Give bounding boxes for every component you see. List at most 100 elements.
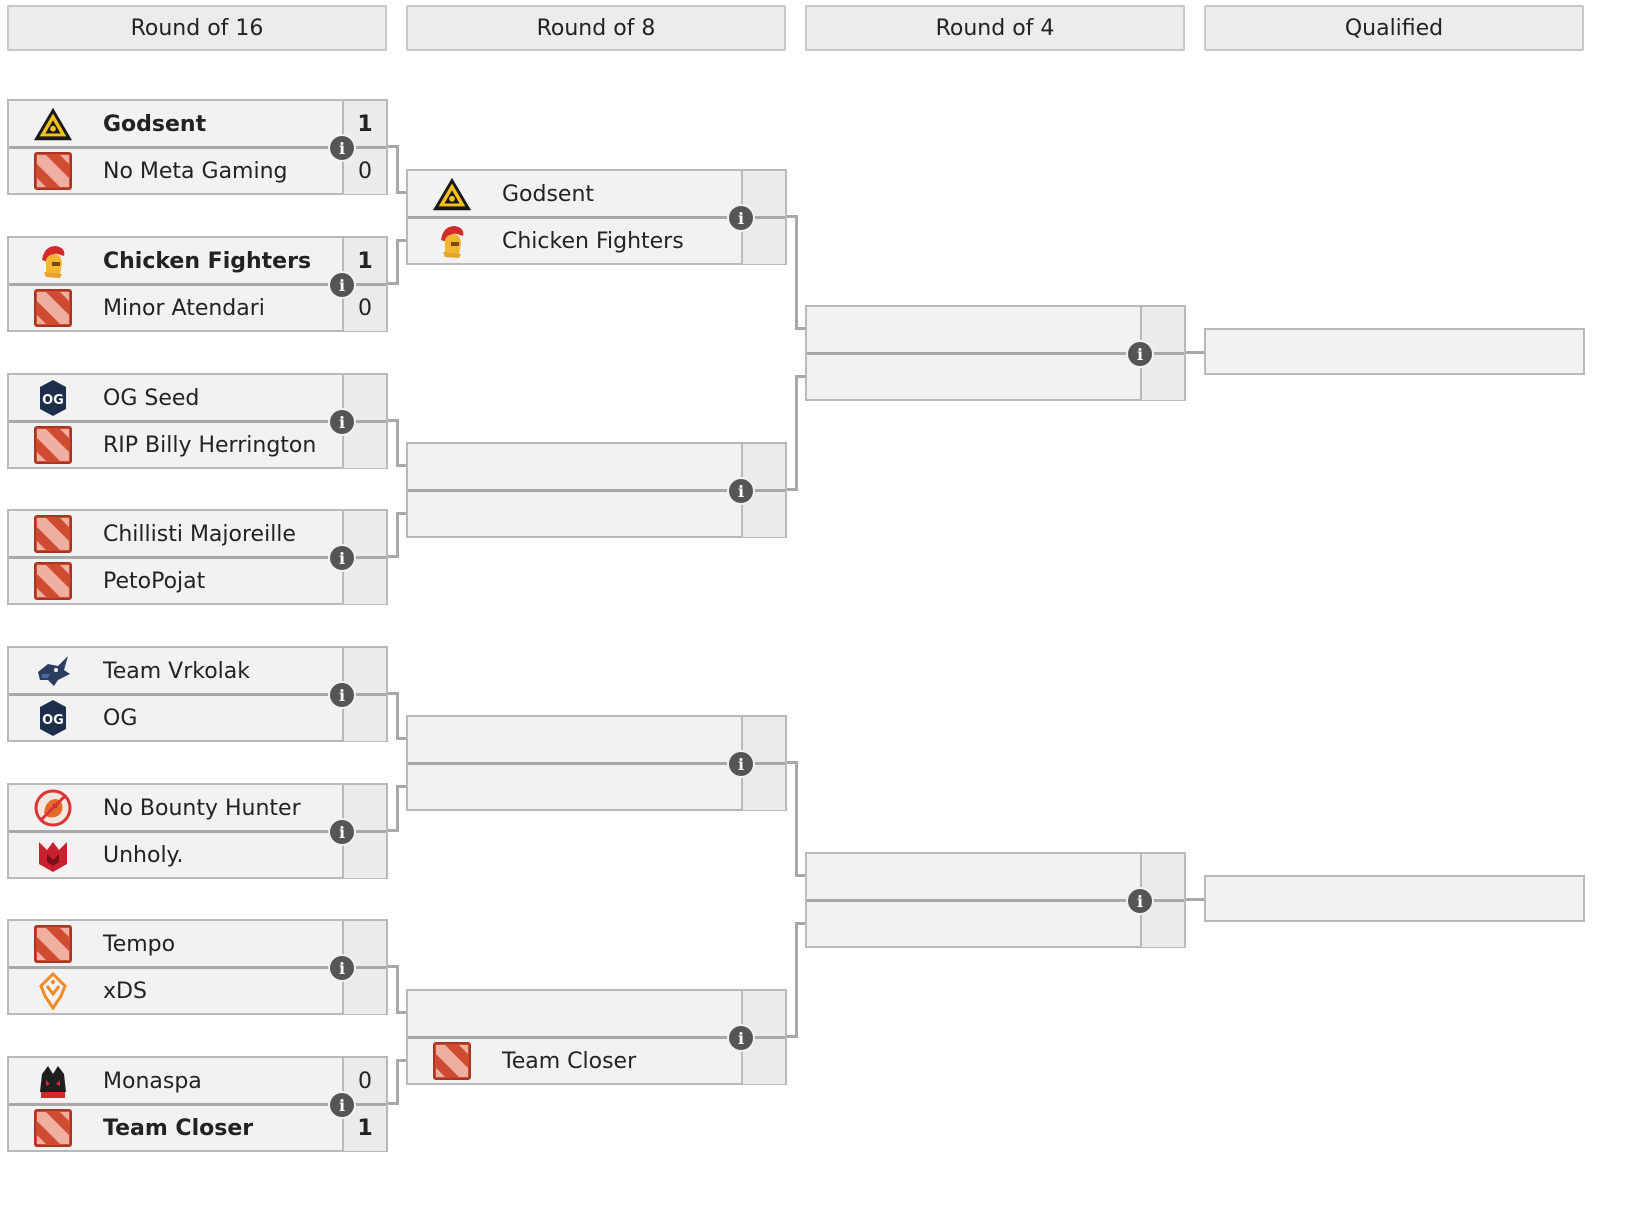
bracket-connector-line [397, 1059, 406, 1062]
team-slot[interactable] [807, 307, 1140, 353]
bracket-connector-line [396, 692, 399, 740]
team-slot[interactable] [408, 764, 741, 810]
bracket-connector-line [796, 327, 805, 330]
info-icon[interactable]: i [330, 136, 354, 160]
bracket-connector-line [388, 555, 397, 558]
bracket-connector-line [397, 785, 406, 788]
round-header-3: Round of 4 [805, 5, 1185, 51]
dota-logo-icon [33, 288, 73, 328]
dota-logo-icon [33, 514, 73, 554]
dota-logo-icon [432, 1041, 472, 1081]
bracket-connector-line [397, 239, 406, 242]
team-slot[interactable]: Tempo [9, 921, 342, 967]
info-icon[interactable]: i [330, 273, 354, 297]
unholy-logo-icon [33, 835, 73, 875]
info-icon[interactable]: i [330, 546, 354, 570]
match-divider [807, 899, 1184, 902]
info-icon[interactable]: i [330, 410, 354, 434]
team-slot[interactable]: Monaspa [9, 1058, 342, 1104]
team-slot[interactable] [807, 854, 1140, 900]
godsent-logo-icon [33, 104, 73, 144]
matches_r4-match: i [805, 852, 1186, 948]
team-name: xDS [103, 978, 147, 1004]
info-icon[interactable]: i [729, 479, 753, 503]
team-slot[interactable] [408, 491, 741, 537]
team-slot[interactable]: Chicken Fighters [408, 218, 741, 264]
matches_r16-match: Tempo xDS i [7, 919, 388, 1015]
info-icon[interactable]: i [1128, 889, 1152, 913]
team-slot[interactable]: RIP Billy Herrington [9, 422, 342, 468]
bracket-connector-line [796, 922, 805, 925]
godsent-logo-icon [432, 174, 472, 214]
bracket-connector-line [396, 239, 399, 285]
svg-text:OG: OG [42, 713, 64, 728]
bracket-connector-line [388, 692, 397, 695]
team-slot[interactable]: Godsent [408, 171, 741, 217]
empty-logo-slot [432, 767, 472, 807]
team-slot[interactable]: Unholy. [9, 832, 342, 878]
info-icon[interactable]: i [330, 683, 354, 707]
team-slot[interactable]: OG OG [9, 695, 342, 741]
match-divider [9, 420, 386, 423]
bracket-connector-line [796, 874, 805, 877]
team-slot[interactable]: Chillisti Majoreille [9, 511, 342, 557]
team-score [342, 785, 386, 831]
team-slot[interactable] [408, 717, 741, 763]
match-divider [408, 489, 785, 492]
team-slot[interactable]: No Bounty Hunter [9, 785, 342, 831]
team-slot[interactable]: Godsent [9, 101, 342, 147]
dota-logo-icon [33, 924, 73, 964]
team-name: Team Closer [502, 1048, 637, 1074]
bracket-connector-line [396, 512, 399, 558]
og-logo-icon: OG [33, 698, 73, 738]
team-slot[interactable]: No Meta Gaming [9, 148, 342, 194]
team-name: Monaspa [103, 1068, 202, 1094]
team-slot[interactable] [807, 354, 1140, 400]
team-slot[interactable] [408, 991, 741, 1037]
match-divider [408, 216, 785, 219]
info-icon[interactable]: i [330, 956, 354, 980]
match-divider [9, 1103, 386, 1106]
info-icon[interactable]: i [330, 820, 354, 844]
info-icon[interactable]: i [330, 1093, 354, 1117]
team-name: OG [103, 705, 138, 731]
team-score [741, 171, 785, 217]
info-icon[interactable]: i [729, 206, 753, 230]
bracket-connector-line [396, 1059, 399, 1105]
bracket-connector-line [396, 965, 399, 1014]
team-name: Godsent [502, 181, 595, 207]
team-name: Tempo [103, 931, 176, 957]
team-slot[interactable]: Team Closer [408, 1038, 741, 1084]
bracket-connector-line [787, 761, 796, 764]
team-slot[interactable]: PetoPojat [9, 558, 342, 604]
team-name: No Bounty Hunter [103, 795, 301, 821]
team-slot[interactable]: Team Vrkolak [9, 648, 342, 694]
team-slot[interactable]: Team Closer [9, 1105, 342, 1151]
og-logo-icon: OG [33, 378, 73, 418]
dota-logo-icon [33, 561, 73, 601]
info-icon[interactable]: i [1128, 342, 1152, 366]
round-header-2: Round of 8 [406, 5, 786, 51]
bracket-connector-line [388, 829, 397, 832]
team-slot[interactable]: Chicken Fighters [9, 238, 342, 284]
info-icon[interactable]: i [729, 1026, 753, 1050]
team-slot[interactable] [408, 444, 741, 490]
empty-logo-slot [432, 994, 472, 1034]
team-slot[interactable]: xDS [9, 968, 342, 1014]
team-slot[interactable]: Minor Atendari [9, 285, 342, 331]
info-icon[interactable]: i [729, 752, 753, 776]
bracket-connector-line [796, 375, 805, 378]
bracket-connector-line [388, 965, 397, 968]
team-slot[interactable] [807, 901, 1140, 947]
bracket-connector-line [787, 1035, 796, 1038]
empty-logo-slot [831, 310, 871, 350]
team-score: 1 [342, 238, 386, 284]
bracket-connector-line [388, 1102, 397, 1105]
match-divider [9, 830, 386, 833]
match-divider [9, 966, 386, 969]
matches_r4-match: i [805, 305, 1186, 401]
